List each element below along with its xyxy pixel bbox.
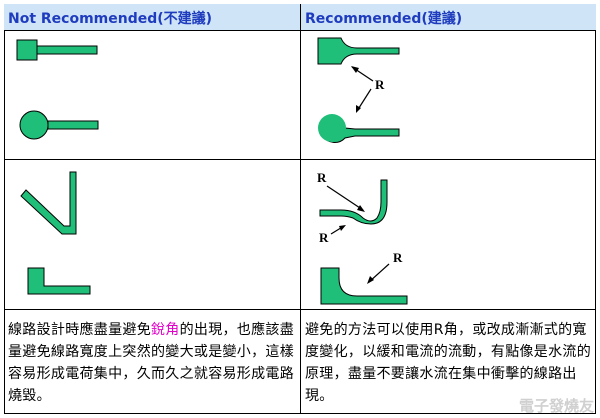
rounded-corner-trace [319, 179, 388, 225]
square-pad [16, 39, 38, 61]
r-label-row2-mid: R [319, 230, 329, 245]
comparison-table: Not Recommended(不建議) Recommended(建議) R [4, 4, 596, 414]
acute-angle-trace [20, 171, 77, 235]
good-pads-diagram: R [317, 37, 400, 143]
not-recommended-description: 線路設計時應盡量避免銳角的出現，也應該盡量避免線路寬度上突然的變大或是變小，這樣… [8, 322, 295, 404]
filleted-corner-trace [320, 267, 408, 305]
r-label-row1: R [375, 77, 385, 92]
cell-bad-text: 線路設計時應盡量避免銳角的出現，也應該盡量避免線路寬度上突然的變大或是變小，這樣… [4, 310, 301, 414]
round-pad-trace [47, 120, 99, 130]
cell-bad-pads [4, 31, 301, 160]
cell-bad-corners [4, 160, 301, 310]
r-label-row2-bottom: R [393, 250, 403, 265]
header-not-recommended: Not Recommended(不建議) [4, 4, 301, 31]
r-label-row2-top: R [317, 170, 327, 185]
header-not-recommended-label: Not Recommended(不建議) [8, 11, 213, 27]
good-corners-diagram: R R R [317, 170, 408, 305]
teardrop-square-pad [317, 37, 400, 65]
round-pad [19, 110, 49, 140]
header-recommended-label: Recommended(建議) [305, 11, 463, 27]
bad-pads-diagram [16, 39, 99, 140]
right-angle-trace [27, 267, 91, 295]
bad-corners-diagram [20, 171, 91, 295]
cell-good-corners: R R R [301, 160, 596, 310]
r-arrow-row2-top [326, 185, 364, 211]
recommended-description: 避免的方法可以使用R角，或改成漸漸式的寬度變化，以緩和電流的流動，有點像是水流的… [305, 322, 591, 404]
cell-good-pads: R [301, 31, 596, 160]
watermark: 電子發燒友 [518, 397, 594, 415]
acute-angle-highlight: 銳角 [151, 322, 180, 338]
cell-good-text: 避免的方法可以使用R角，或改成漸漸式的寬度變化，以緩和電流的流動，有點像是水流的… [301, 310, 596, 414]
square-pad-trace [36, 45, 98, 55]
header-recommended: Recommended(建議) [301, 4, 596, 31]
